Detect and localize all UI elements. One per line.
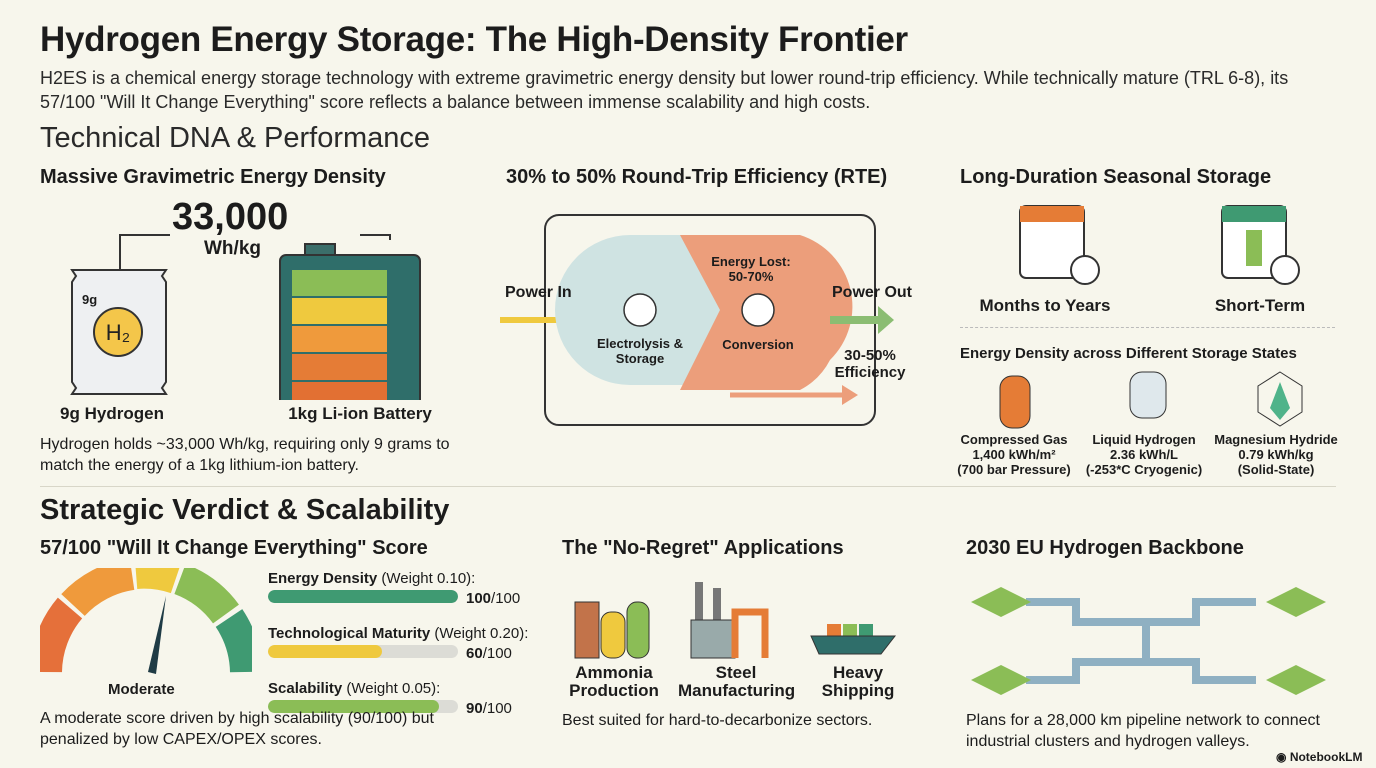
hydrogen-label: 9g Hydrogen (60, 404, 164, 423)
months-years-label: Months to Years (979, 296, 1111, 315)
water-drop-icon (623, 293, 657, 327)
metric-row: Technological Maturity (Weight 0.20): 60… (268, 625, 529, 662)
metric-bar-fill (268, 700, 439, 713)
gauge-label: Moderate (108, 681, 175, 698)
calendar-long-icon (1019, 205, 1100, 285)
pipeline-network-map (971, 587, 1326, 695)
hydrogen-valley-icon (1266, 665, 1326, 695)
stage-electrolysis: Electrolysis & Storage (597, 336, 683, 366)
rte-flow-diagram (500, 214, 894, 426)
app-ammonia: Ammonia Production (569, 663, 659, 700)
section-heading-tech: Technical DNA & Performance (40, 122, 431, 154)
page-subtitle: H2ES is a chemical energy storage techno… (40, 68, 1289, 112)
gas-cylinder-icon (999, 375, 1031, 429)
conversion-cycle-icon (741, 293, 775, 327)
steel-plant-icon (690, 582, 769, 659)
notebooklm-logo: ◉ NotebookLM (1276, 750, 1363, 764)
power-in-label: Power In (505, 284, 572, 301)
metric-row: Scalability (Weight 0.05): 90/100 (268, 680, 512, 717)
backbone-description: Plans for a 28,000 km pipeline network t… (966, 712, 1320, 750)
seasonal-title: Long-Duration Seasonal Storage (960, 166, 1272, 188)
industrial-cluster-icon (971, 587, 1031, 617)
backbone-title: 2030 EU Hydrogen Backbone (966, 537, 1244, 559)
score-description: A moderate score driven by high scalabil… (40, 710, 434, 748)
svg-text:H₂: H₂ (106, 320, 130, 345)
power-out-label: Power Out (832, 284, 913, 301)
gauge-needle (148, 596, 166, 674)
score-title: 57/100 "Will It Change Everything" Score (40, 537, 428, 559)
density-description: Hydrogen holds ~33,000 Wh/kg, requiring … (40, 436, 450, 474)
energy-lost-label: Energy Lost: 50-70% (711, 254, 791, 284)
metric-row: Energy Density (Weight 0.10): 100/100 (268, 570, 521, 607)
crystal-icon (1257, 371, 1303, 427)
ammonia-plant-icon (574, 601, 650, 659)
short-term-label: Short-Term (1214, 296, 1306, 315)
storage-states-title: Energy Density across Different Storage … (960, 345, 1297, 362)
packet-label: 9g (82, 292, 98, 307)
ship-icon (810, 624, 897, 655)
apps-description: Best suited for hard-to-decarbonize sect… (562, 712, 873, 729)
calendar-short-icon (1221, 205, 1300, 285)
page-title: Hydrogen Energy Storage: The High-Densit… (40, 20, 908, 59)
score-gauge (40, 568, 252, 674)
app-shipping: Heavy Shipping (821, 663, 895, 700)
app-steel: Steel Manufacturing (678, 663, 796, 700)
refinery-icon (971, 665, 1031, 695)
density-value: 33,000 (172, 196, 289, 238)
cryogenic-tank-icon (1129, 371, 1167, 419)
metric-bar-fill (268, 590, 458, 603)
rte-title: 30% to 50% Round-Trip Efficiency (RTE) (506, 166, 888, 188)
factory-icon (1266, 587, 1326, 617)
battery-label: 1kg Li-ion Battery (288, 404, 432, 423)
efficiency-label: 30-50% Efficiency (834, 347, 906, 381)
density-unit: Wh/kg (204, 238, 261, 259)
hydrogen-vs-battery-illustration: H₂ (70, 234, 421, 400)
calendar-icons (1019, 205, 1300, 285)
stage-conversion: Conversion (722, 337, 794, 352)
apps-title: The "No-Regret" Applications (562, 537, 844, 559)
score-metrics: Energy Density (Weight 0.10): 100/100 Te… (268, 570, 558, 717)
battery-icon (279, 243, 421, 400)
section-heading-strategy: Strategic Verdict & Scalability (40, 494, 450, 526)
density-title: Massive Gravimetric Energy Density (40, 166, 386, 188)
metric-bar-fill (268, 645, 382, 658)
